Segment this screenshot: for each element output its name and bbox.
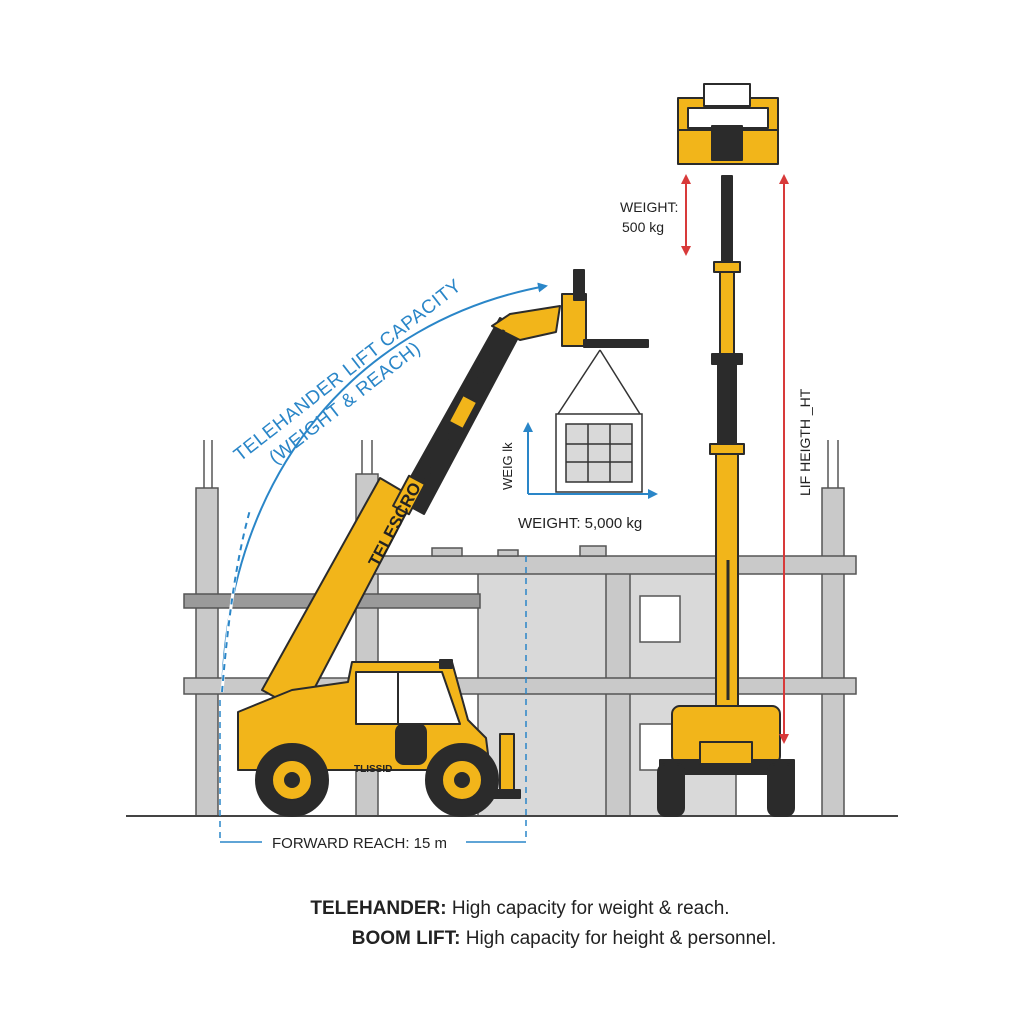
suspended-load-icon bbox=[555, 349, 643, 493]
load-weight-dimension bbox=[523, 422, 658, 499]
platform-weight-label-line2: 500 kg bbox=[622, 219, 664, 235]
load-weight-small-label: WEIG lk bbox=[500, 442, 515, 490]
load-weight-label: WEIGHT: 5,000 kg bbox=[518, 515, 642, 532]
caption-boom-lift-title: BOOM LIFT: bbox=[351, 928, 461, 949]
caption-telehandler-title: TELEHANDER: bbox=[310, 898, 447, 919]
lift-height-label: LIF HEIGTH _HT bbox=[797, 388, 813, 496]
forward-reach-label: FORWARD REACH: 15 m bbox=[272, 835, 447, 852]
caption-boom-lift-text: High capacity for height & personnel. bbox=[460, 928, 777, 949]
forward-reach-dimension bbox=[219, 556, 527, 843]
telehandler-arc-label-line1: TELEHANDER LIFT CAPACITY bbox=[230, 275, 466, 466]
platform-weight-label-line1: WEIGHT: bbox=[620, 199, 678, 215]
boom-lift-icon bbox=[657, 83, 795, 817]
caption-telehandler: TELEHANDER: High capacity for weight & r… bbox=[0, 898, 1024, 920]
telehandler-body-text: TLISSID bbox=[354, 764, 392, 775]
caption-telehandler-text: High capacity for weight & reach. bbox=[446, 898, 730, 919]
caption-boom-lift: BOOM LIFT: High capacity for height & pe… bbox=[0, 928, 1024, 950]
telehandler-icon bbox=[237, 269, 649, 817]
